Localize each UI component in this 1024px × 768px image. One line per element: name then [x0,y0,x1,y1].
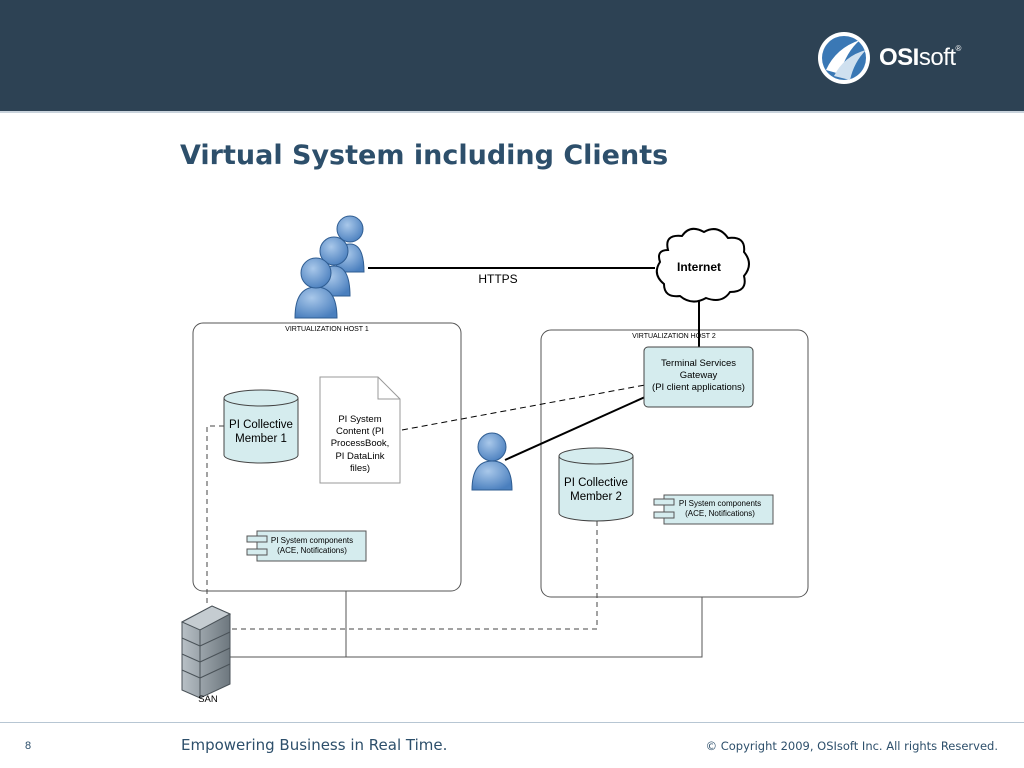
collective2-san-dashed-link [230,521,598,630]
san-storage-icon [180,605,232,699]
collective1-san-dashed-link [206,425,224,606]
gateway-label: Terminal Services Gateway (PI client app… [652,358,745,393]
footer-copyright: © Copyright 2009, OSIsoft Inc. All right… [705,739,998,753]
collective-member-2-label: PI Collective Member 2 [564,477,628,503]
internet-cloud-icon [655,227,750,303]
host1-label: VIRTUALIZATION HOST 1 [285,326,369,333]
terminal-services-gateway-box [643,346,754,408]
pi-components-host1-label: PI System components (ACE, Notifications… [270,536,354,555]
virtualization-host-2-box [540,329,809,598]
footer-divider [0,722,1024,723]
pi-components-host2-box [653,494,774,525]
https-label: HTTPS [478,272,518,286]
content-gateway-dashed-line [401,384,646,431]
slide-title: Virtual System including Clients [180,140,669,171]
header-divider [0,111,1024,113]
host2-san-link [346,597,703,658]
gateway-user-line [504,396,646,461]
pi-system-content-label: PI System Content (PI ProcessBook, PI Da… [330,414,390,474]
collective-member-1-label: PI Collective Member 1 [229,419,293,445]
logo-text: OSIsoft® [879,44,961,71]
host2-label: VIRTUALIZATION HOST 2 [632,333,716,340]
pi-components-host1-box [246,530,367,562]
remote-users-icon [294,215,365,319]
pi-collective-member-2-cylinder [558,447,634,522]
osisoft-logo: OSIsoft® [816,30,976,86]
page-number: 8 [25,740,32,752]
local-user-icon [471,432,513,491]
host1-san-link [230,591,347,658]
footer-tagline: Empowering Business in Real Time. [181,736,448,754]
virtualization-host-1-box [192,322,462,592]
logo-globe-icon [818,32,870,84]
pi-components-host2-label: PI System components (ACE, Notifications… [678,499,762,518]
pi-system-content-document [319,376,401,484]
pi-collective-member-1-cylinder [223,389,299,464]
internet-label: Internet [676,260,721,274]
san-label: SAN [198,694,218,705]
